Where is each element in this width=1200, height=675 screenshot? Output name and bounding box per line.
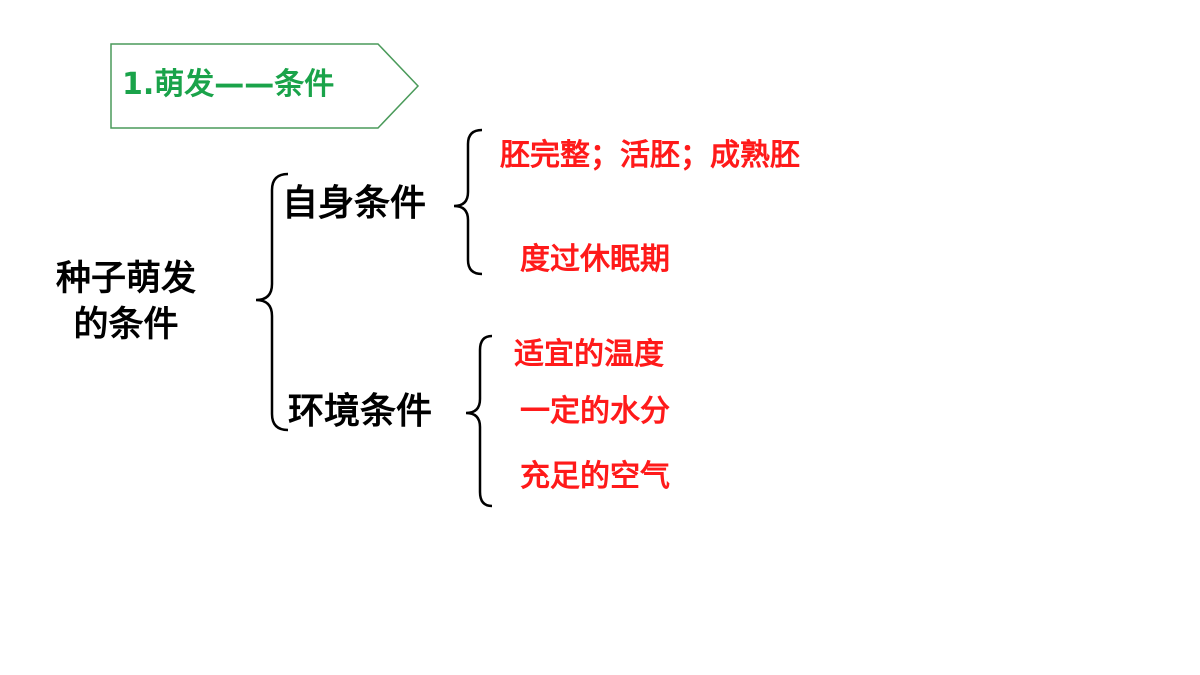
root-node: 种子萌发 的条件	[56, 256, 196, 348]
root-line-2: 的条件	[73, 305, 179, 345]
title: 1.萌发——条件	[122, 67, 335, 102]
branch-self-label: 自身条件	[282, 183, 427, 224]
self-item-2: 度过休眠期	[520, 242, 670, 277]
main-brace	[255, 172, 289, 432]
self-item-1: 胚完整；活胚；成熟胚	[500, 138, 800, 173]
env-item-1: 适宜的温度	[514, 337, 664, 372]
env-brace	[465, 334, 493, 508]
title-tag-shape	[110, 43, 420, 129]
root-line-1: 种子萌发	[56, 259, 197, 299]
env-item-3: 充足的空气	[520, 459, 670, 494]
branch-env-label: 环境条件	[288, 391, 433, 432]
env-item-2: 一定的水分	[520, 394, 670, 429]
self-brace	[453, 128, 483, 276]
